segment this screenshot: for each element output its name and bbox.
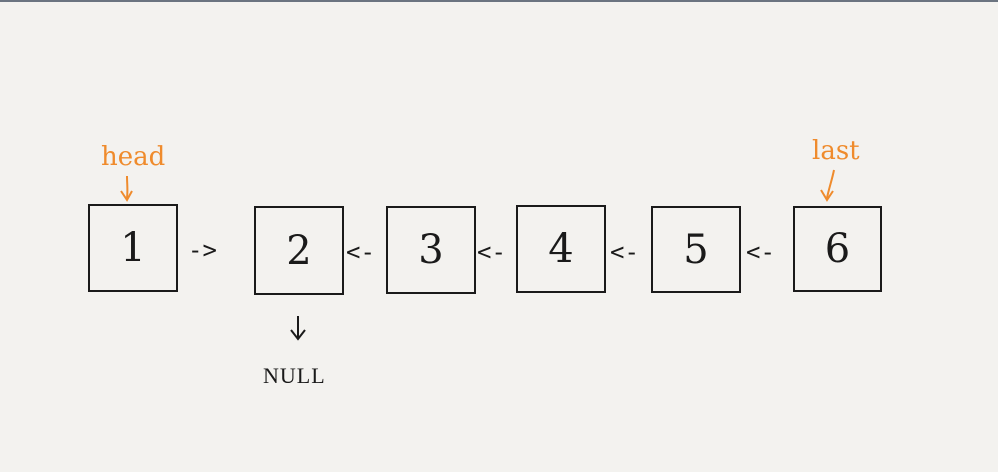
list-node-5: 5 — [651, 206, 741, 293]
link-arrow-5-4: <- — [610, 238, 639, 266]
list-node-3: 3 — [386, 206, 476, 294]
last-arrow-icon — [820, 169, 835, 202]
link-arrow-1-2: -> — [188, 236, 217, 264]
link-arrow-4-3: <- — [477, 238, 506, 266]
list-node-2: 2 — [254, 206, 344, 295]
top-border — [0, 0, 998, 2]
list-node-1: 1 — [88, 204, 178, 292]
link-arrow-3-2: <- — [346, 238, 375, 266]
head-label: head — [101, 142, 166, 172]
list-node-4: 4 — [516, 205, 606, 293]
list-node-6: 6 — [793, 206, 882, 292]
null-label: NULL — [263, 363, 326, 388]
head-arrow-icon — [120, 175, 133, 202]
last-label: last — [812, 136, 860, 166]
link-arrow-6-5: <- — [746, 238, 775, 266]
down-arrow-icon — [290, 316, 306, 341]
